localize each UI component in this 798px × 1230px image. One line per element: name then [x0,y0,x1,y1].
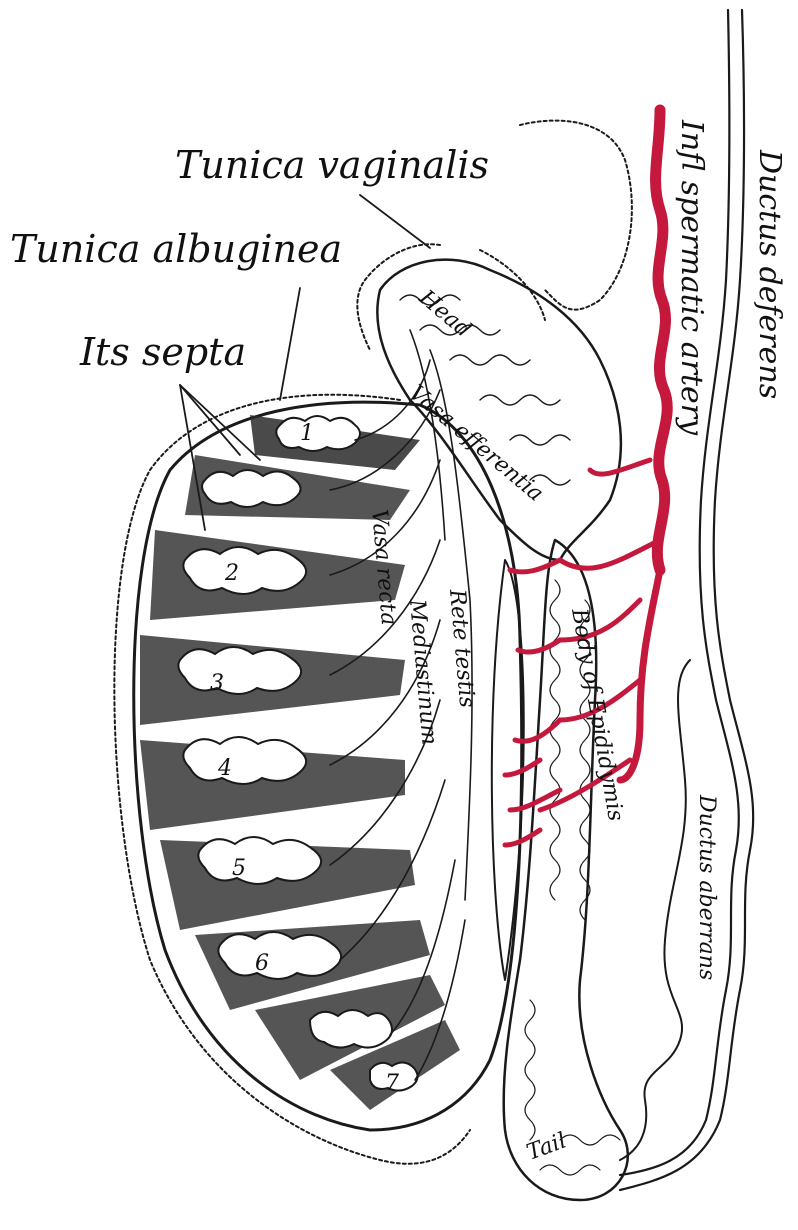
label-rete-testis: Rete testis [444,587,479,708]
lobule-f [198,837,321,884]
lobule-b [202,470,301,507]
lobule-c [183,547,306,594]
lobule-d [178,647,301,694]
lobule-e [183,737,306,784]
label-mediastinum: Mediastinum [404,597,442,746]
leader-tunica-vaginalis [360,195,430,248]
body-convolutions [525,580,620,1175]
lobule-h [310,1010,392,1048]
lobule-number-4: 4 [217,756,232,781]
label-inf-spermatic-artery: Infl spermatic artery [674,119,709,436]
label-tunica-vaginalis: Tunica vaginalis [175,143,489,187]
lobule-a [276,416,360,451]
label-vasa-recta: Vasa recta [366,508,401,626]
lobule-number-5: 5 [232,856,246,881]
label-tail: Tail [524,1128,570,1165]
lobule-number-6: 6 [255,951,269,976]
epididymis-head [377,260,621,560]
lobule-number-7: 7 [385,1071,399,1096]
label-ductus-deferens: Ductus deferens [752,149,787,399]
label-ductus-aberrans: Ductus aberrans [694,794,719,980]
lobule-number-3: 3 [210,671,224,696]
lobule-number-1: 1 [300,421,314,446]
lobule-number-2: 2 [224,561,239,586]
ductus-aberrans [620,660,690,1160]
leader-septa-1 [180,385,240,455]
leader-tunica-albuginea [280,288,300,400]
label-tunica-albuginea: Tunica albuginea [10,227,342,271]
label-its-septa: Its septa [79,330,246,374]
label-body-of-epididymis: Body of Epididymis [566,606,628,823]
lobule-g [218,932,341,979]
